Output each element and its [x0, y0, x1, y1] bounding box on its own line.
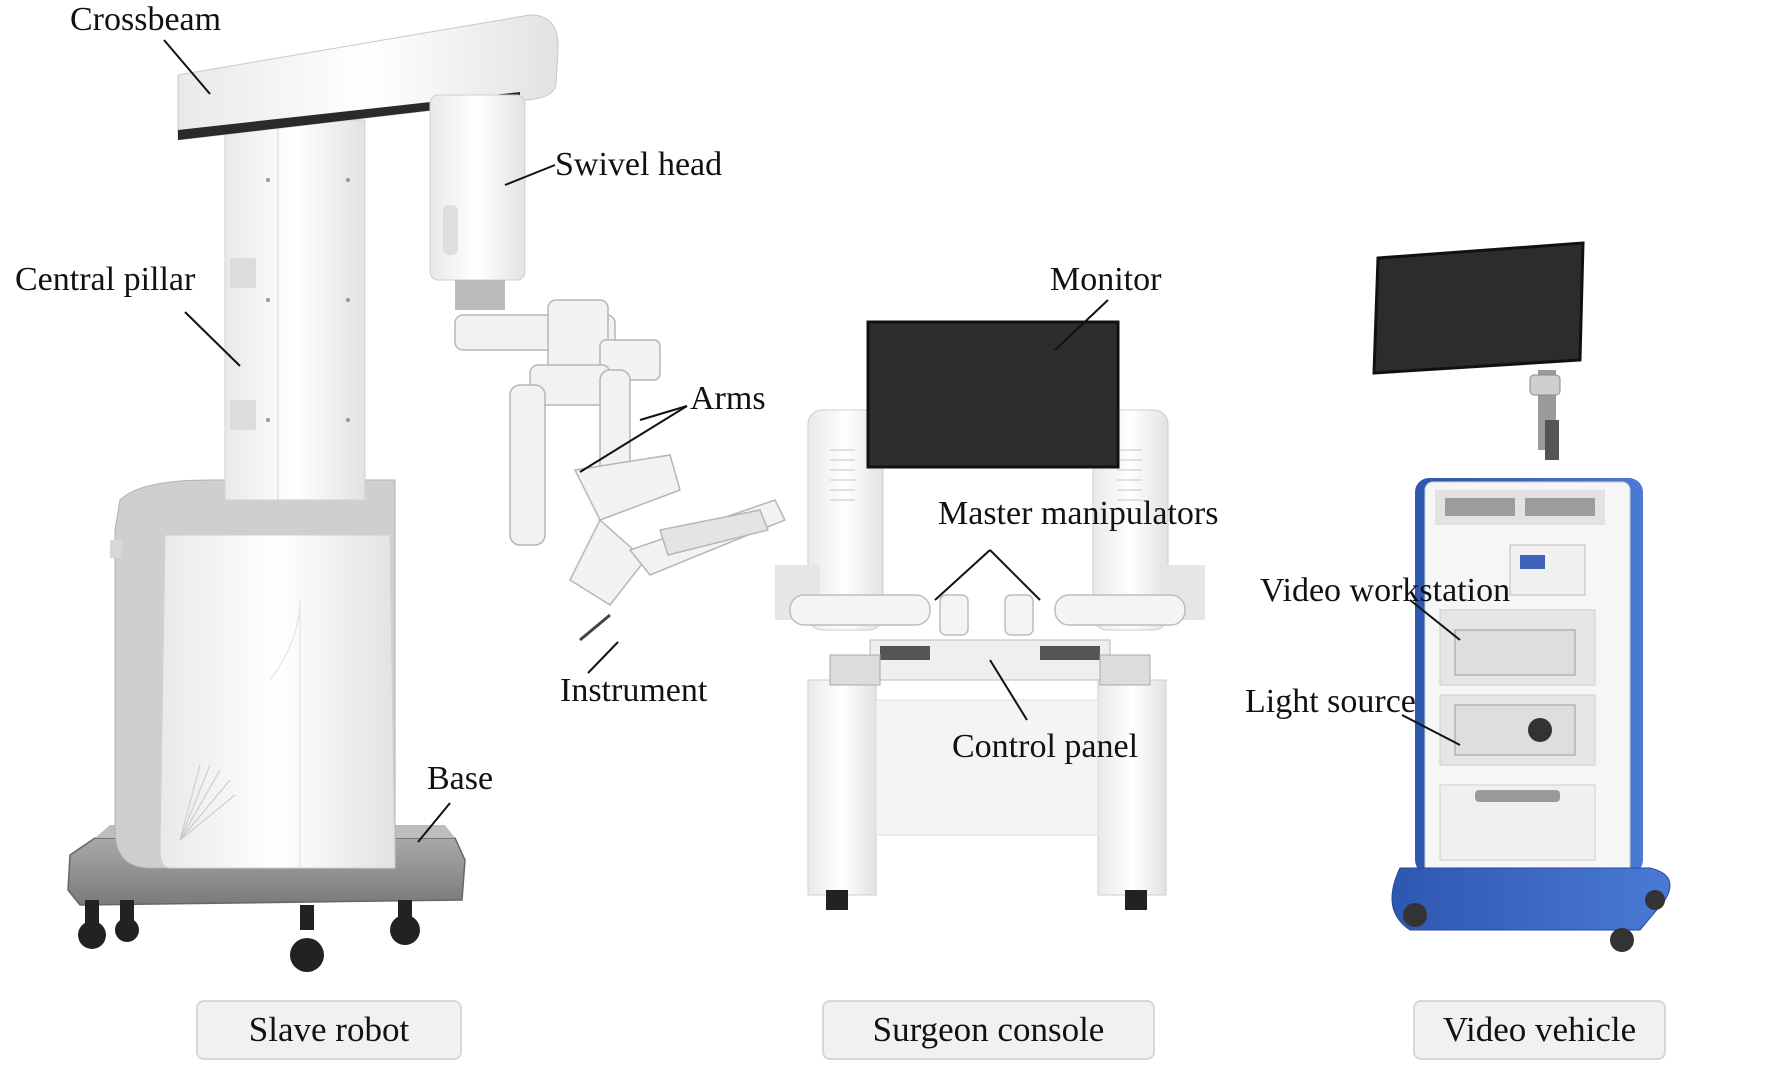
leader-lines [163, 39, 1461, 843]
console-monitor [866, 320, 1120, 469]
swivel-head [429, 94, 526, 310]
label-monitor: Monitor [1050, 261, 1162, 298]
robot-body [110, 479, 396, 869]
label-arms: Arms [690, 380, 766, 417]
cart-body [1415, 478, 1643, 878]
label-control-panel: Control panel [952, 728, 1139, 765]
caption-slave-robot: Slave robot [196, 1000, 462, 1060]
label-crossbeam: Crossbeam [70, 1, 222, 38]
cart-base [1391, 867, 1671, 952]
caption-video-vehicle: Video vehicle [1413, 1000, 1666, 1060]
control-panel [829, 639, 1151, 686]
label-light-source: Light source [1245, 683, 1416, 720]
cart-monitor [1372, 241, 1585, 460]
video-vehicle [1372, 241, 1671, 952]
label-central-pillar: Central pillar [15, 261, 196, 298]
console-legs [807, 679, 1167, 910]
slave-robot [67, 14, 787, 972]
central-pillar [224, 119, 366, 501]
label-instrument: Instrument [560, 672, 708, 709]
surgeon-console [775, 320, 1205, 910]
master-manipulators [789, 594, 1186, 636]
caption-surgeon-console: Surgeon console [822, 1000, 1155, 1060]
label-base: Base [427, 760, 494, 797]
label-swivel-head: Swivel head [555, 146, 723, 183]
label-master-manipulators: Master manipulators [938, 495, 1219, 532]
robot-arms [454, 299, 787, 642]
label-video-workstation: Video workstation [1260, 572, 1511, 609]
